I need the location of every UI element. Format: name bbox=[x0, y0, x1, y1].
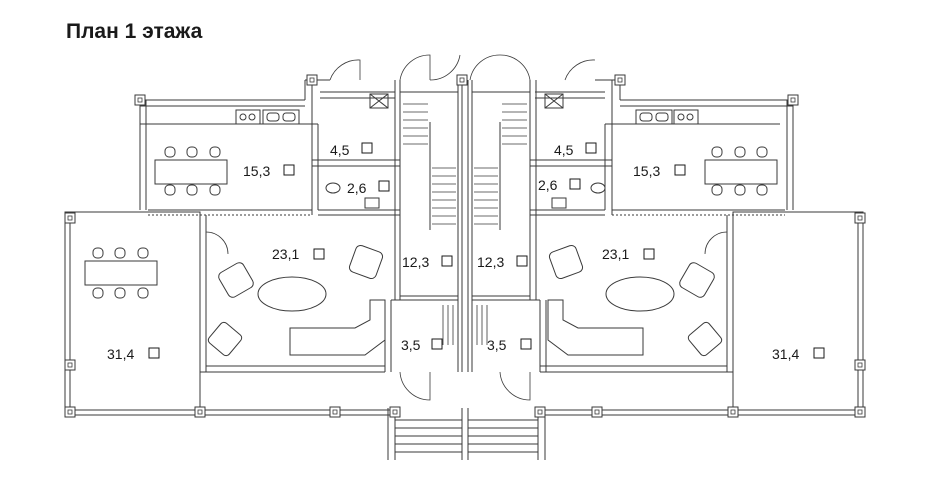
svg-text:12,3: 12,3 bbox=[477, 254, 504, 270]
label-terrace-left: 31,4 bbox=[107, 346, 160, 362]
stair-treads-left bbox=[403, 103, 456, 345]
label-kitchen-right: 15,3 bbox=[633, 163, 686, 179]
svg-text:3,5: 3,5 bbox=[401, 337, 421, 353]
left-unit bbox=[64, 79, 463, 460]
page-title: План 1 этажа bbox=[66, 20, 203, 43]
svg-text:2,6: 2,6 bbox=[538, 177, 558, 193]
posts bbox=[64, 74, 866, 418]
svg-text:4,5: 4,5 bbox=[330, 142, 350, 158]
svg-text:31,4: 31,4 bbox=[107, 346, 134, 362]
svg-text:4,5: 4,5 bbox=[554, 142, 574, 158]
svg-text:23,1: 23,1 bbox=[272, 246, 299, 262]
label-stair-left: 12,3 bbox=[402, 254, 453, 270]
doors bbox=[205, 54, 728, 401]
label-terrace-right: 31,4 bbox=[772, 346, 825, 362]
room-labels: 15,3 4,5 2,6 23,1 12,3 3,5 31,4 15,3 4,5… bbox=[107, 142, 825, 362]
svg-text:31,4: 31,4 bbox=[772, 346, 799, 362]
wc-fixtures bbox=[325, 93, 606, 209]
label-stair-right: 12,3 bbox=[477, 254, 528, 270]
label-kitchen-left: 15,3 bbox=[243, 163, 295, 179]
label-vestibule-right: 3,5 bbox=[487, 337, 532, 353]
living-furniture-left bbox=[207, 244, 386, 357]
svg-text:15,3: 15,3 bbox=[243, 163, 270, 179]
kitchen-furniture-right bbox=[635, 109, 778, 196]
svg-text:2,6: 2,6 bbox=[347, 180, 367, 196]
label-wc-right: 2,6 bbox=[538, 177, 581, 193]
svg-text:23,1: 23,1 bbox=[602, 246, 629, 262]
terrace-table-left bbox=[84, 247, 158, 299]
label-hall-left: 4,5 bbox=[330, 142, 373, 158]
svg-text:12,3: 12,3 bbox=[402, 254, 429, 270]
stair-treads-right bbox=[474, 103, 527, 345]
label-living-right: 23,1 bbox=[602, 246, 655, 262]
label-vestibule-left: 3,5 bbox=[401, 337, 443, 353]
kitchen-furniture-left bbox=[154, 109, 300, 196]
label-wc-left: 2,6 bbox=[347, 180, 390, 196]
living-furniture-right bbox=[547, 244, 723, 357]
label-living-left: 23,1 bbox=[272, 246, 325, 262]
label-hall-right: 4,5 bbox=[554, 142, 597, 158]
svg-text:15,3: 15,3 bbox=[633, 163, 660, 179]
svg-text:3,5: 3,5 bbox=[487, 337, 507, 353]
right-unit bbox=[467, 79, 864, 460]
